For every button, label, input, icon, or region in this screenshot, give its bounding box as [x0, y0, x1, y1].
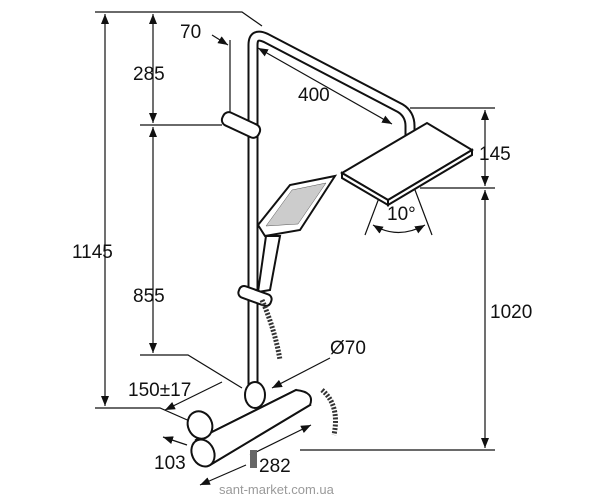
extension-lines — [95, 11, 495, 451]
shower-rail — [247, 30, 416, 406]
label-holder-to-mixer: 855 — [133, 286, 165, 307]
thermostatic-mixer — [186, 381, 312, 468]
label-top-to-holder: 285 — [133, 64, 165, 85]
label-head-tilt: 10° — [387, 204, 416, 225]
label-inlet-spacing: 150±17 — [128, 380, 191, 401]
hand-shower — [237, 174, 338, 308]
label-arm-length: 400 — [298, 85, 330, 106]
label-total-height: 1145 — [72, 242, 113, 263]
watermark: sant-market.com.ua — [219, 482, 335, 497]
label-pipe-diameter: Ø70 — [330, 338, 366, 359]
dimension-lines — [101, 14, 489, 486]
dimension-labels: 1145 285 855 70 400 145 10° 1020 Ø70 150… — [72, 22, 532, 497]
overhead-shower-head — [340, 121, 474, 207]
label-wall-offset: 70 — [180, 22, 201, 43]
rail-holder — [220, 111, 262, 139]
label-mixer-width: 282 — [259, 456, 291, 477]
label-head-to-floor-ref: 1020 — [490, 302, 532, 323]
label-head-height: 145 — [479, 144, 511, 165]
label-mixer-depth: 103 — [154, 453, 186, 474]
hose — [259, 299, 338, 436]
